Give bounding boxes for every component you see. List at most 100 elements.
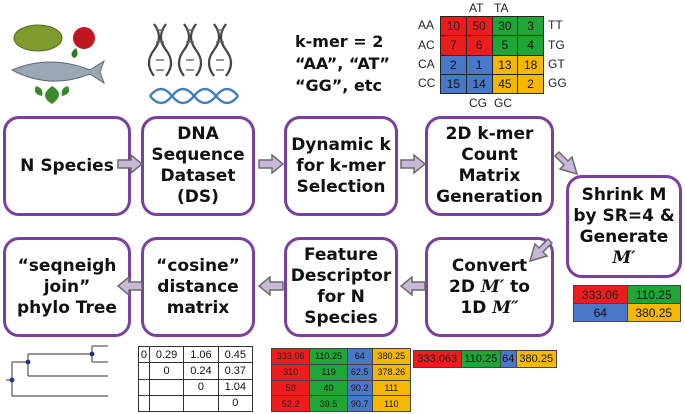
distance-cell	[148, 394, 185, 413]
feature-cell: 333.06	[270, 348, 311, 365]
box-label-line: 2D M′ to	[449, 277, 530, 298]
grid-cell: 3	[517, 15, 544, 37]
distance-cell: 0	[138, 345, 150, 364]
feature-cell: 380.25	[371, 348, 412, 365]
distance-cell: 0.37	[217, 362, 254, 380]
grid-bottom-label: CG	[469, 96, 487, 110]
rose-icon	[73, 27, 95, 49]
box-label: Feature Descriptor for N Species	[290, 245, 392, 328]
box-label: “seqneigh join” phylo Tree	[17, 255, 117, 318]
distance-cell	[138, 378, 150, 396]
grid-cell: 15	[440, 73, 467, 95]
kmer-note-line: k-mer = 2	[295, 32, 384, 51]
grid-left-label: AC	[418, 38, 435, 52]
flow-arrow-left	[258, 276, 284, 296]
box-label-symbol: M″	[492, 297, 519, 318]
grid-cell: 18	[517, 54, 544, 75]
box-label: Dynamic k for k-mer Selection	[291, 134, 391, 197]
leaf-icon	[34, 86, 70, 104]
vector-cell: 64	[500, 350, 517, 368]
grid-cell: 10	[440, 15, 467, 37]
distance-cell: 0	[183, 378, 219, 396]
box-label-text: 1D	[460, 297, 493, 318]
distance-cell: 0	[148, 362, 185, 380]
feature-cell: 64	[346, 348, 373, 365]
feature-cell: 52.2	[270, 395, 311, 412]
box-label-text: to	[504, 276, 530, 297]
distance-cell: 0.24	[183, 362, 219, 380]
grid-bottom-label: GC	[494, 96, 512, 110]
flow-arrow-left	[400, 276, 426, 296]
fish-icon	[10, 59, 105, 85]
kmer-count-grid: 10 50 30 3 7 6 5 4 2 1 13 18 15 14 45 2	[440, 15, 544, 95]
feature-cell: 111	[371, 379, 412, 397]
feature-cell: 110	[371, 395, 412, 412]
matrix-cell: 333.06	[573, 285, 628, 304]
kmer-note-line: “GG”, etc	[295, 76, 382, 95]
distance-cell	[148, 378, 185, 396]
grid-cell: 13	[491, 54, 519, 75]
feature-cell: 40	[309, 379, 348, 397]
box-label-line: by SR=4 &	[573, 205, 675, 226]
feature-cell: 90.7	[346, 395, 373, 412]
feature-cell: 62.5	[346, 363, 373, 381]
grid-cell: 50	[465, 15, 493, 37]
box-feature-descriptor: Feature Descriptor for N Species	[284, 237, 398, 337]
grid-cell: 4	[517, 35, 544, 56]
grid-right-label: TG	[548, 38, 565, 52]
flow-arrow-down-left	[528, 237, 554, 263]
feature-cell: 119	[309, 363, 348, 381]
distance-cell	[138, 394, 150, 413]
flow-arrow-right	[117, 154, 143, 174]
flow-arrow-right	[258, 154, 284, 174]
grid-left-label: CC	[418, 76, 436, 90]
grid-cell: 2	[440, 54, 467, 75]
flow-arrow-down-right	[553, 150, 579, 176]
kmer-note: k-mer = 2 “AA”, “AT” “GG”, etc	[295, 31, 390, 97]
grid-right-label: GG	[548, 76, 567, 90]
feature-cell: 90.2	[346, 379, 373, 397]
vector-cell: 110.25	[460, 350, 502, 368]
box-label-text: 2D	[449, 276, 481, 297]
grid-cell: 45	[491, 73, 519, 95]
matrix-cell: 64	[573, 303, 628, 322]
box-label-line: Generate	[579, 226, 669, 247]
box-shrink: Shrink M by SR=4 & Generate M′	[566, 175, 682, 278]
grid-cell: 5	[491, 35, 519, 56]
distance-cell: 1.06	[183, 345, 219, 364]
box-label: Convert 2D M′ to 1D M″	[449, 256, 530, 319]
box-label: N Species	[20, 155, 114, 176]
vector-1d: 333.063 110.25 64 380.25	[413, 350, 558, 368]
dna-helix-icon	[148, 23, 239, 105]
feature-cell: 310	[270, 363, 311, 381]
box-count-matrix: 2D k-mer Count Matrix Generation	[425, 116, 554, 216]
grid-cell: 14	[465, 73, 493, 95]
flow-arrow-left	[117, 276, 143, 296]
box-cosine-matrix: “cosine” distance matrix	[141, 237, 255, 337]
box-label: 2D k-mer Count Matrix Generation	[436, 124, 543, 207]
grid-cell: 30	[491, 15, 519, 37]
grid-right-label: TT	[548, 18, 563, 32]
box-label-line: Shrink M	[581, 184, 667, 205]
vector-cell: 333.063	[413, 350, 462, 368]
vector-cell: 380.25	[515, 350, 558, 368]
feature-matrix: 333.06 110.25 64 380.25 310 119 62.5 378…	[270, 348, 412, 412]
box-label-symbol: M′	[480, 276, 505, 297]
matrix-cell: 380.25	[626, 303, 681, 322]
distance-cell	[138, 362, 150, 380]
distance-cell	[183, 394, 219, 413]
grid-top-label: TA	[494, 1, 509, 15]
box-dynamic-k: Dynamic k for k-mer Selection	[284, 116, 398, 216]
grid-cell: 7	[440, 35, 467, 56]
box-convert: Convert 2D M′ to 1D M″	[425, 237, 554, 337]
box-label: DNA Sequence Dataset (DS)	[151, 124, 245, 207]
distance-cell: 0.29	[148, 345, 185, 364]
phylo-tree-icon	[6, 345, 108, 397]
feature-cell: 50	[270, 379, 311, 397]
grid-left-label: CA	[418, 57, 435, 71]
grid-right-label: GT	[548, 57, 565, 71]
matrix-cell: 110.25	[626, 285, 681, 304]
grid-cell: 6	[465, 35, 493, 56]
box-label: “cosine” distance matrix	[156, 255, 240, 318]
box-n-species: N Species	[3, 116, 131, 216]
